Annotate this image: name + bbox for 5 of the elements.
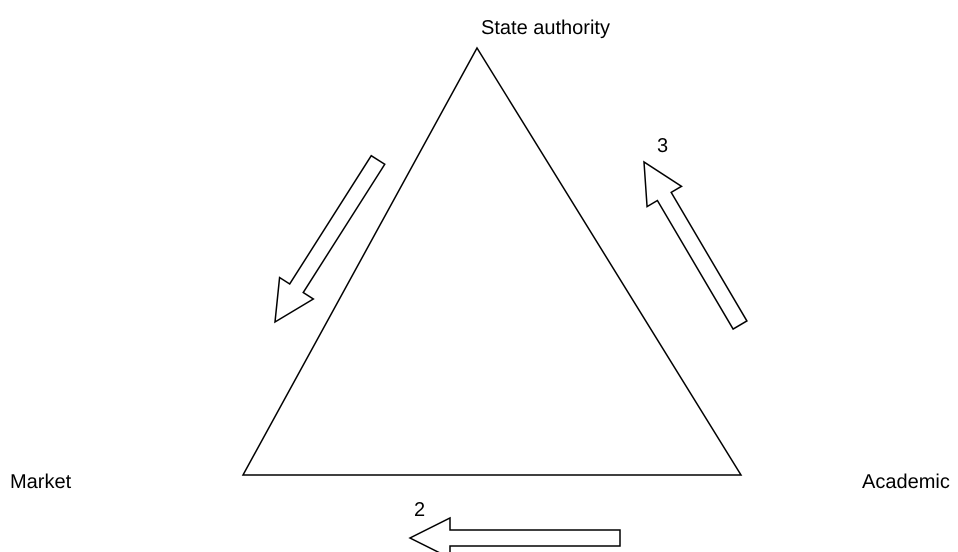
corner-label: Academic [862,470,950,494]
arrow-number: 2 [414,498,426,522]
corner-label: State authority [481,16,610,40]
corner-label: Market [10,470,72,494]
arrow-number: 3 [657,134,668,158]
